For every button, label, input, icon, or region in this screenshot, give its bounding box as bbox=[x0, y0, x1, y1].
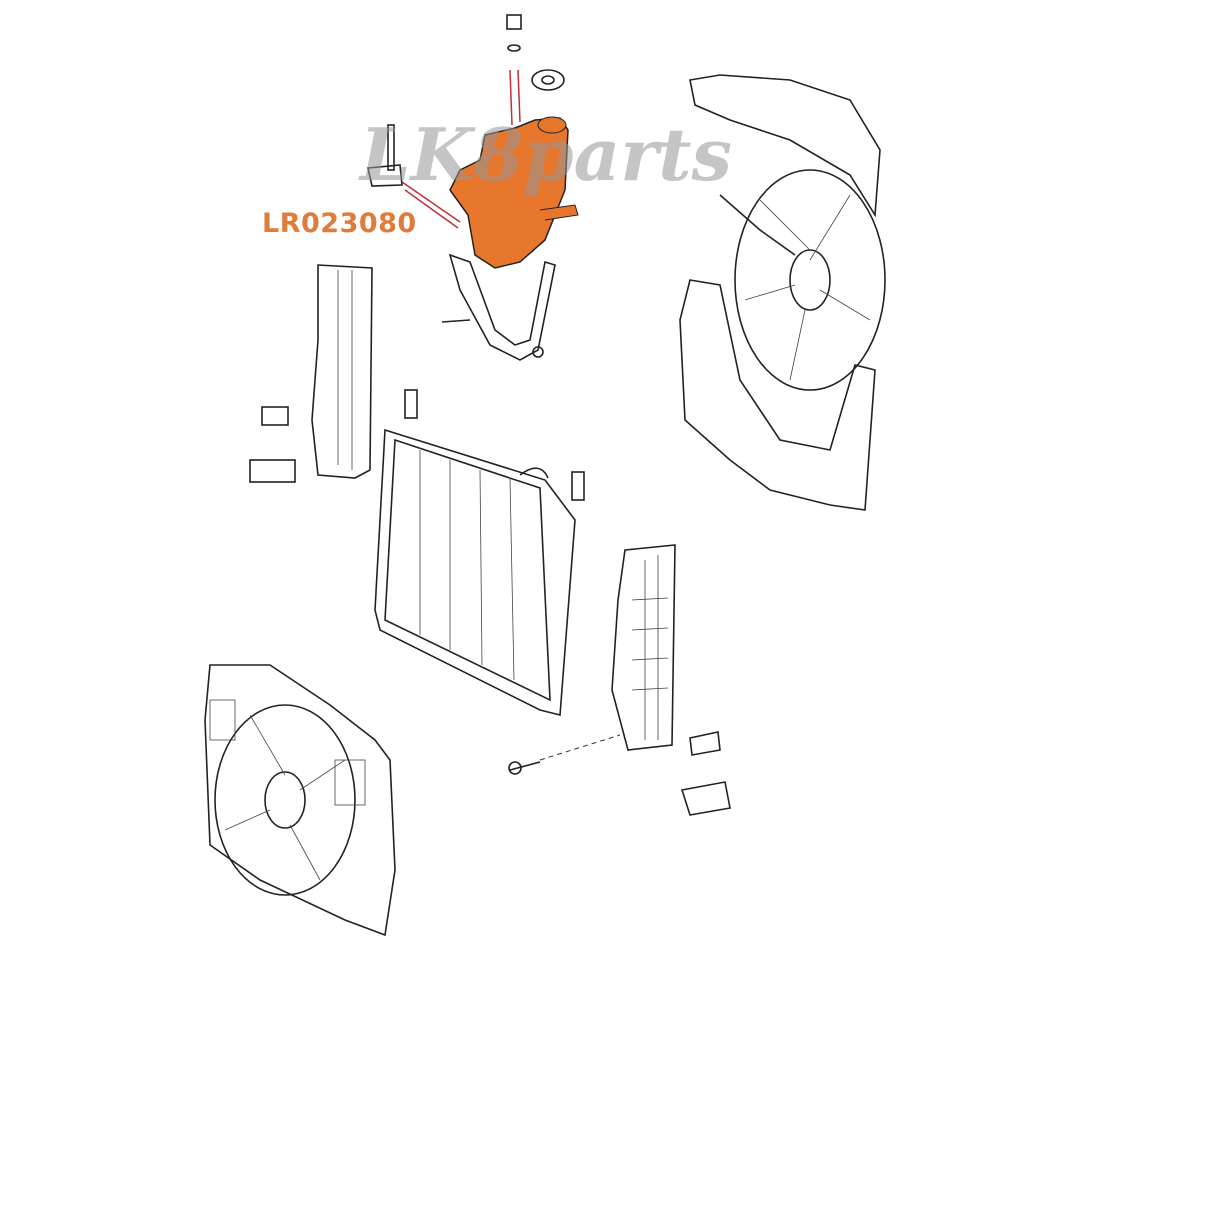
tank-mounting-bracket bbox=[441, 253, 556, 361]
sensor-bracket bbox=[367, 124, 403, 187]
expansion-tank-highlighted bbox=[449, 116, 579, 269]
part-number-label: LR023080 bbox=[262, 208, 417, 239]
filler-cap bbox=[506, 14, 565, 91]
fan-shroud-upper bbox=[679, 74, 886, 511]
watermark: LK8parts bbox=[360, 112, 733, 197]
radiator-side-bracket-left bbox=[249, 264, 373, 483]
radiator-side-bracket-right bbox=[508, 544, 731, 816]
radiator bbox=[374, 389, 585, 717]
fan-shroud-lower bbox=[204, 664, 396, 937]
leader-lines bbox=[401, 69, 521, 229]
